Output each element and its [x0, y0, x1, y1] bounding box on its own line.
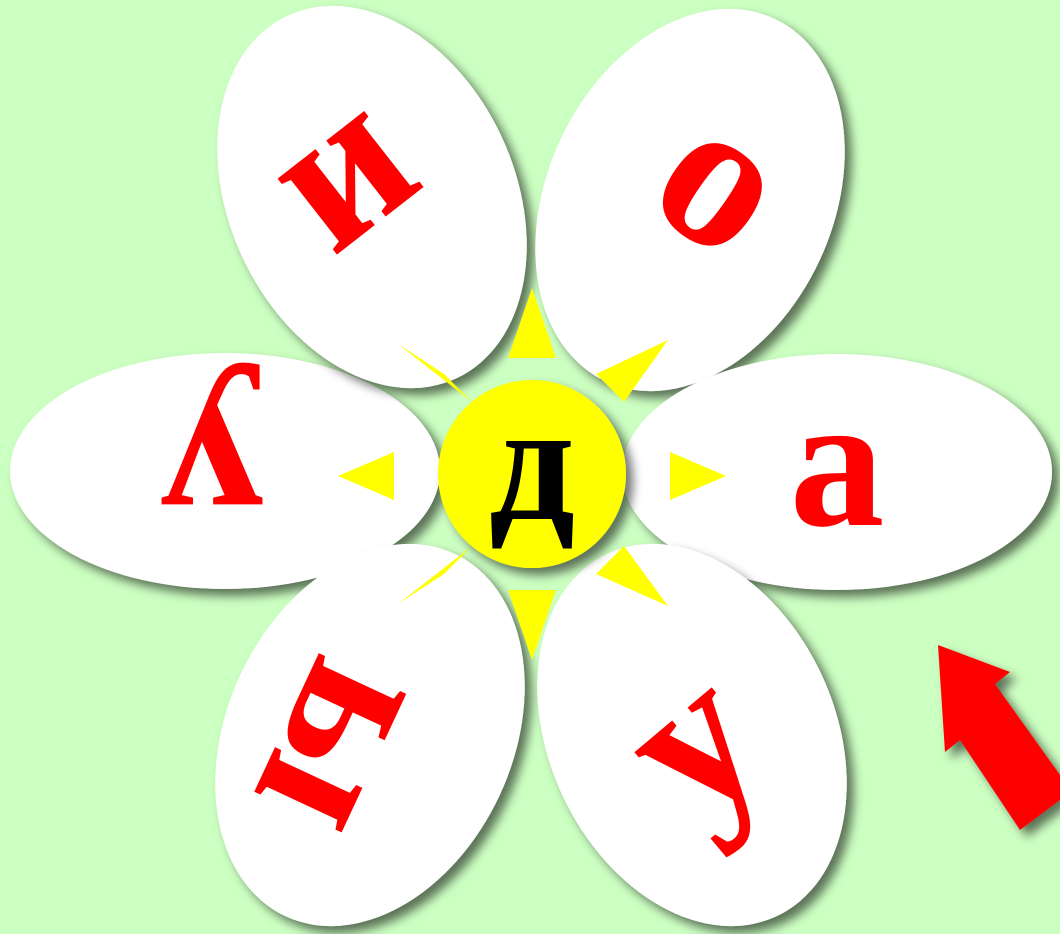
petal-letter-left: у — [160, 362, 265, 594]
center-letter: д — [489, 368, 575, 556]
petal-letter-right: а — [790, 357, 885, 567]
